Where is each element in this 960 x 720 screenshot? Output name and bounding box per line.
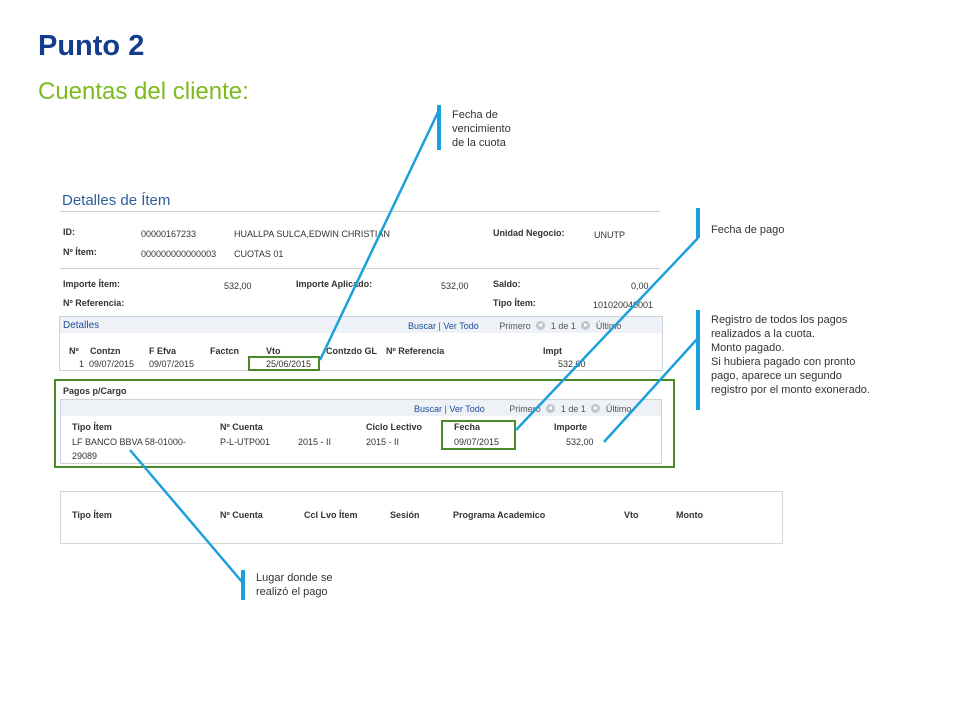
lugar-note: Lugar donde se realizó el pago: [256, 571, 332, 599]
registro-bar: [696, 310, 700, 410]
nitem-label: Nº Ítem:: [63, 247, 97, 257]
row-n: 1: [79, 359, 85, 369]
nitem-value: 000000000000003: [141, 249, 217, 259]
divider: [60, 268, 660, 269]
note-line: Lugar donde se: [256, 572, 333, 584]
ver-todo-link[interactable]: Ver Todo: [449, 404, 485, 414]
tipo-item-label: Tipo Ítem:: [493, 298, 536, 308]
note-line: Monto pagado.: [711, 342, 785, 354]
note-line: realizados a la cuota.: [711, 328, 815, 340]
registro-note: Registro de todos los pagos realizados a…: [711, 313, 870, 397]
col-header-tipo-item: Tipo Ítem: [72, 510, 112, 520]
importe-aplicado-label: Importe Aplicado:: [296, 279, 373, 289]
third-grid: Tipo Ítem Nº Cuenta Ccl Lvo Ítem Sesión …: [60, 491, 783, 544]
note-line: de la cuota: [452, 137, 506, 149]
saldo-value: 0,00: [631, 281, 649, 291]
pagos-header: [61, 400, 661, 416]
importe-item-label: Importe Ítem:: [63, 279, 121, 289]
col-header-fecha: Fecha: [454, 422, 481, 432]
col-header-ncuenta: Nº Cuenta: [220, 510, 263, 520]
lugar-bar: [241, 570, 245, 600]
row-impt: 532,00: [558, 359, 586, 369]
col-header-nreferencia: Nº Referencia: [386, 346, 445, 356]
col-header-impt: Impt: [543, 346, 562, 356]
col-header-n: Nº: [69, 346, 79, 356]
fecha-pago-bar: [696, 208, 700, 238]
nitem-desc: CUOTAS 01: [234, 249, 284, 259]
detalles-title: Detalles: [63, 320, 100, 331]
note-line: Registro de todos los pagos: [711, 314, 848, 326]
importe-item-value: 532,00: [224, 281, 252, 291]
fecha-highlight-box: [441, 420, 516, 450]
importe-aplicado-value: 532,00: [441, 281, 469, 291]
vto-highlight-box: [248, 356, 320, 371]
note-line: registro por el monto exonerado.: [711, 384, 870, 396]
buscar-link[interactable]: Buscar: [414, 404, 443, 414]
vencimiento-note: Fecha de vencimiento de la cuota: [452, 108, 511, 150]
panel-title: Detalles de Ítem: [62, 192, 171, 209]
vencimiento-bar: [437, 105, 441, 150]
nav-separator: |: [444, 404, 447, 414]
row-importe: 532,00: [566, 437, 594, 447]
nref-label: Nº Referencia:: [63, 298, 125, 308]
col-header-monto: Monto: [676, 510, 703, 520]
col-header-tipo-item: Tipo Ítem: [72, 422, 112, 432]
row-f-efva: 09/07/2015: [149, 359, 195, 369]
row-ciclo-b: 2015 - II: [366, 437, 400, 447]
ultimo-label[interactable]: Último: [595, 321, 622, 331]
col-header-ccl-lvo-item: Ccl Lvo Ítem: [304, 510, 358, 520]
detalles-grid: Detalles Buscar | Ver Todo Primero 1 de …: [59, 316, 663, 371]
note-line: realizó el pago: [256, 586, 328, 598]
col-header-contzdo-gl: Contzdo GL: [326, 346, 377, 356]
row-ncuenta: P-L-UTP001: [220, 437, 271, 447]
primero-label[interactable]: Primero: [499, 321, 531, 331]
unidad-value: UNUTP: [594, 230, 625, 240]
col-header-sesion: Sesión: [390, 510, 420, 520]
row-ciclo-a: 2015 - II: [298, 437, 332, 447]
row-contzn: 09/07/2015: [89, 359, 135, 369]
customer-name: HUALLPA SULCA,EDWIN CHRISTIAN: [234, 229, 390, 239]
row-vto: 25/06/2015: [266, 359, 312, 369]
pagos-highlight-box: [54, 379, 675, 468]
id-label: ID:: [63, 227, 75, 237]
row-tipo-item-2: 29089: [72, 451, 98, 461]
next-arrow-icon[interactable]: [581, 321, 591, 330]
slide-subtitle: Cuentas del cliente:: [38, 78, 249, 105]
note-line: Si hubiera pagado con pronto: [711, 356, 856, 368]
divider: [60, 211, 660, 212]
col-header-ncuenta: Nº Cuenta: [220, 422, 263, 432]
unidad-label: Unidad Negocio:: [493, 228, 565, 238]
col-header-ciclo-lectivo: Ciclo Lectivo: [366, 422, 423, 432]
row-tipo-item-1: LF BANCO BBVA 58-01000-: [72, 437, 186, 447]
id-value: 00000167233: [141, 229, 197, 239]
ver-todo-link[interactable]: Ver Todo: [443, 321, 479, 331]
col-header-f-efva: F Efva: [149, 346, 177, 356]
row-fecha: 09/07/2015: [454, 437, 500, 447]
col-header-vto: Vto: [266, 346, 281, 356]
col-header-factcn: Factcn: [210, 346, 240, 356]
col-header-programa: Programa Academico: [453, 510, 546, 520]
col-header-vto: Vto: [624, 510, 639, 520]
pagos-title: Pagos p/Cargo: [63, 386, 127, 396]
note-line: pago, aparece un segundo: [711, 370, 842, 382]
page-range: 1 de 1: [550, 321, 576, 331]
prev-arrow-icon[interactable]: [536, 321, 546, 330]
note-line: Fecha de: [452, 109, 498, 121]
slide-title: Punto 2: [38, 30, 145, 62]
detalles-nav: Buscar | Ver Todo Primero 1 de 1 Último: [408, 321, 621, 331]
col-header-contzn: Contzn: [90, 346, 121, 356]
saldo-label: Saldo:: [493, 279, 521, 289]
fecha-pago-note: Fecha de pago: [711, 224, 785, 236]
nav-separator: |: [438, 321, 441, 331]
note-line: vencimiento: [452, 123, 511, 135]
buscar-link[interactable]: Buscar: [408, 321, 437, 331]
tipo-item-value: 101020040001: [593, 300, 654, 310]
